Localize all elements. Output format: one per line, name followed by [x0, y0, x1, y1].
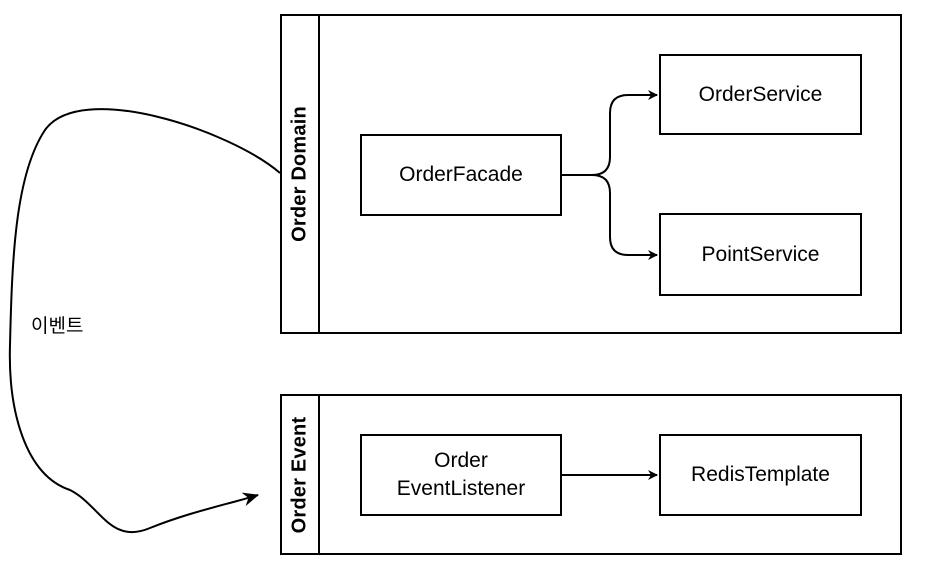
order-event-listener-label: Order EventListener	[396, 449, 526, 500]
order-event-title: Order Event	[288, 416, 311, 533]
event-edge-label: 이벤트	[30, 311, 85, 338]
point-service-node[interactable]: PointService	[659, 213, 862, 296]
order-service-node[interactable]: OrderService	[659, 54, 862, 135]
order-facade-node[interactable]: OrderFacade	[360, 134, 562, 216]
order-service-label: OrderService	[698, 82, 823, 106]
order-domain-header: Order Domain	[282, 16, 320, 332]
order-facade-label: OrderFacade	[399, 163, 523, 186]
point-service-label: PointService	[701, 242, 820, 266]
order-domain-title: Order Domain	[288, 106, 311, 242]
order-event-listener-node[interactable]: Order EventListener	[360, 434, 562, 516]
order-event-header: Order Event	[282, 396, 320, 553]
redis-template-node[interactable]: RedisTemplate	[659, 434, 862, 516]
redis-template-label: RedisTemplate	[691, 463, 830, 486]
